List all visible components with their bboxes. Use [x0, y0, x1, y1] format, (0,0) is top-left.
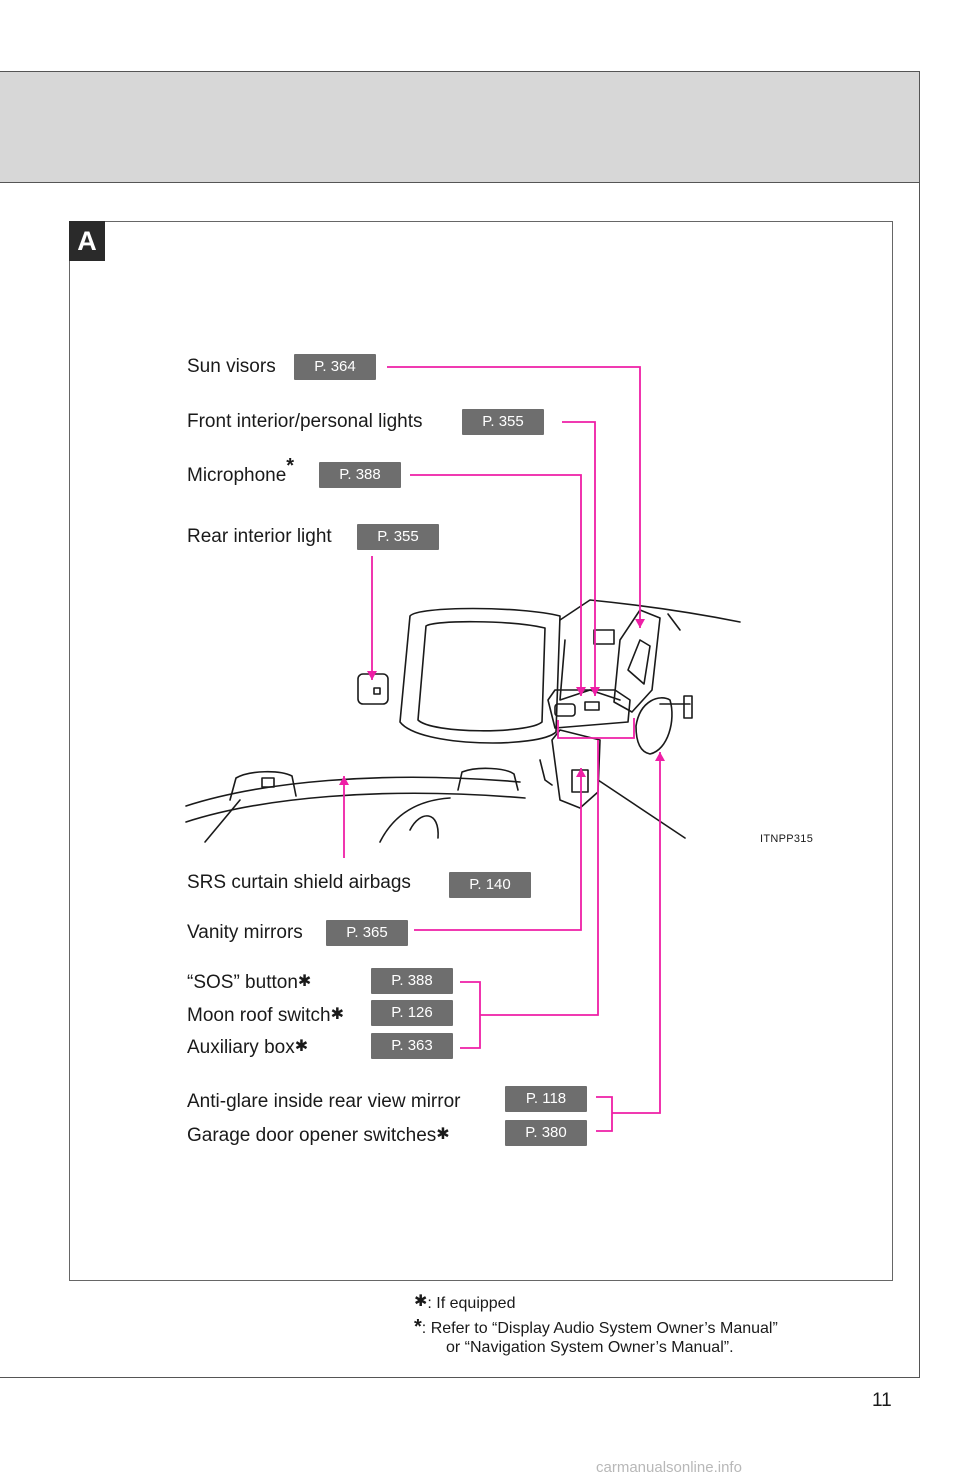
label-anti-glare-mirror: Anti-glare inside rear view mirror: [187, 1091, 461, 1112]
page-frame: [0, 181, 920, 1378]
page-ref-sos-button[interactable]: P. 388: [371, 968, 453, 994]
diagram-panel: [69, 221, 893, 1281]
label-auxiliary-box: Auxiliary box✱: [187, 1037, 309, 1058]
if-equipped-marker: ✱: [330, 1006, 345, 1023]
label-microphone: Microphone*: [187, 455, 295, 486]
page-ref-garage-door-opener[interactable]: P. 380: [505, 1120, 587, 1146]
page-ref-microphone[interactable]: P. 388: [319, 462, 401, 488]
page-ref-anti-glare-mirror[interactable]: P. 118: [505, 1086, 587, 1112]
if-equipped-symbol: ✱: [414, 1293, 428, 1310]
label-front-interior-lights: Front interior/personal lights: [187, 411, 423, 432]
footnote-refer-manual: *: Refer to “Display Audio System Owner’…: [414, 1316, 778, 1338]
page-ref-vanity-mirrors[interactable]: P. 365: [326, 920, 408, 946]
label-vanity-mirrors: Vanity mirrors: [187, 922, 303, 943]
label-rear-interior-light: Rear interior light: [187, 526, 332, 547]
page-ref-moon-roof-switch[interactable]: P. 126: [371, 1000, 453, 1026]
label-srs-curtain-airbags: SRS curtain shield airbags: [187, 872, 411, 893]
page-ref-srs-curtain-airbags[interactable]: P. 140: [449, 872, 531, 898]
label-sun-visors: Sun visors: [187, 356, 276, 377]
if-equipped-marker: ✱: [436, 1126, 450, 1143]
asterisk-marker: *: [286, 455, 295, 477]
label-sos-button: “SOS” button✱: [187, 972, 312, 993]
section-badge: A: [69, 221, 105, 261]
page-ref-rear-interior-light[interactable]: P. 355: [357, 524, 439, 550]
label-garage-door-opener: Garage door opener switches✱: [187, 1125, 450, 1146]
footnote-if-equipped: ✱: If equipped: [414, 1293, 516, 1312]
if-equipped-marker: ✱: [294, 1038, 309, 1055]
page-ref-front-interior-lights[interactable]: P. 355: [462, 409, 544, 435]
page-ref-auxiliary-box[interactable]: P. 363: [371, 1033, 453, 1059]
page-number: 11: [872, 1390, 892, 1411]
watermark: carmanualsonline.info: [596, 1459, 742, 1476]
page-header-band: [0, 71, 920, 183]
label-moon-roof-switch: Moon roof switch✱: [187, 1005, 345, 1026]
footnote-refer-manual-line2: or “Navigation System Owner’s Manual”.: [446, 1339, 734, 1356]
page-ref-sun-visors[interactable]: P. 364: [294, 354, 376, 380]
illustration-code: ITNPP315: [760, 833, 814, 845]
if-equipped-marker: ✱: [297, 973, 312, 990]
asterisk-symbol: *: [414, 1316, 422, 1338]
